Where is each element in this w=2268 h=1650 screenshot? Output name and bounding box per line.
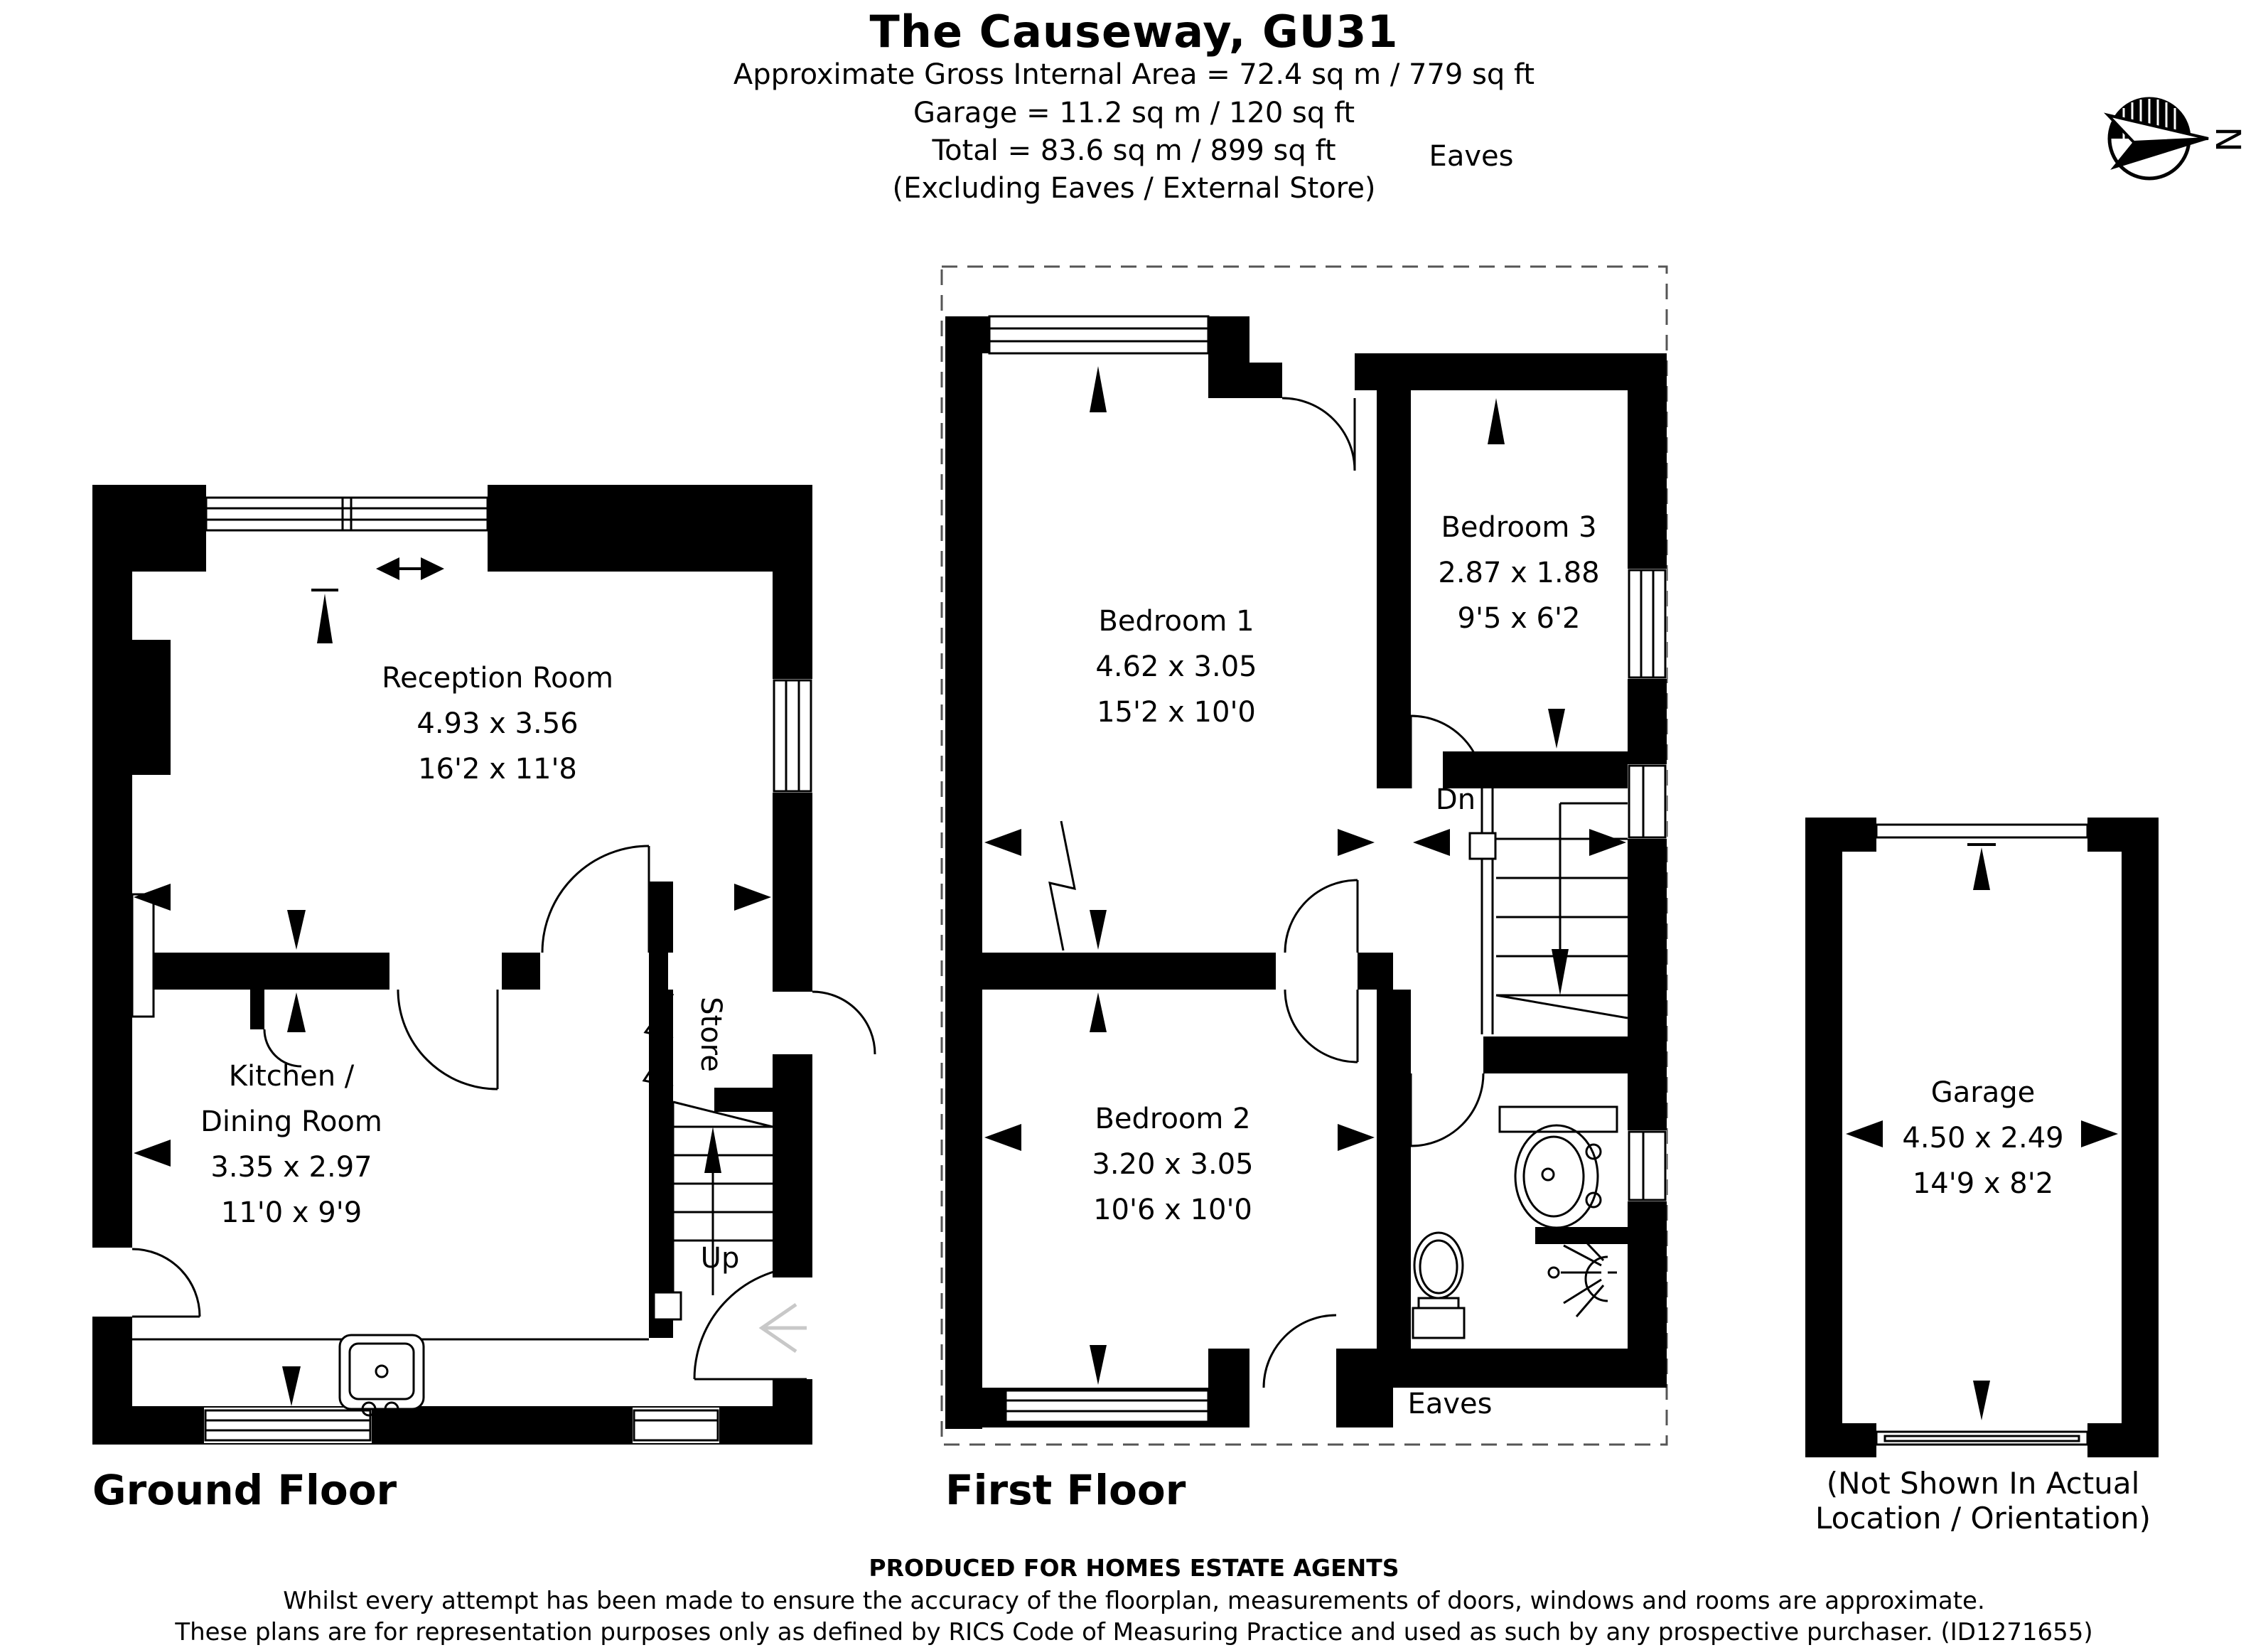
store-label: Store xyxy=(694,997,727,1072)
garage-note: (Not Shown In Actual Location / Orientat… xyxy=(1815,1466,2151,1536)
kitchen-dining-label: Kitchen / Dining Room 3.35 x 2.97 11'0 x… xyxy=(200,1060,382,1229)
footer-disclaimer-1: Whilst every attempt has been made to en… xyxy=(283,1587,1985,1615)
page-title: The Causeway, GU31 xyxy=(869,6,1399,58)
shower-icon xyxy=(1547,1231,1617,1317)
total-area-line: Total = 83.6 sq m / 899 sq ft xyxy=(932,134,1336,167)
footer-produced-for: PRODUCED FOR HOMES ESTATE AGENTS xyxy=(869,1554,1399,1582)
bathroom-sink xyxy=(1498,1105,1618,1229)
footer-disclaimer-2: These plans are for representation purpo… xyxy=(175,1618,2093,1646)
eaves-bottom-label: Eaves xyxy=(1407,1388,1493,1420)
first-floor-plan xyxy=(940,265,1668,1446)
bedroom1-label: Bedroom 1 4.62 x 3.05 15'2 x 10'0 xyxy=(1095,605,1257,729)
garage-area-line: Garage = 11.2 sq m / 120 sq ft xyxy=(913,97,1355,129)
measure-arrows-first xyxy=(984,366,1626,1385)
dn-label: Dn xyxy=(1435,783,1476,816)
stairs-down xyxy=(1468,788,1628,1034)
garage-label: Garage 4.50 x 2.49 14'9 x 8'2 xyxy=(1902,1076,2064,1200)
entrance-arrow-icon xyxy=(758,1302,807,1354)
compass-icon xyxy=(2103,97,2209,181)
toilet xyxy=(1412,1231,1466,1339)
ground-floor-plan xyxy=(92,485,876,1445)
reception-room-label: Reception Room 4.93 x 3.56 16'2 x 11'8 xyxy=(382,662,613,786)
garage-plan xyxy=(1805,818,2159,1457)
eaves-top-label: Eaves xyxy=(1429,140,1514,173)
excluding-line: (Excluding Eaves / External Store) xyxy=(892,172,1376,205)
measure-arrows-ground xyxy=(134,557,771,1406)
kitchen-sink xyxy=(132,1334,649,1417)
area-line: Approximate Gross Internal Area = 72.4 s… xyxy=(733,58,1535,91)
first-floor-label: First Floor xyxy=(945,1466,1186,1514)
bedroom2-label: Bedroom 2 3.20 x 3.05 10'6 x 10'0 xyxy=(1092,1103,1254,1226)
ground-floor-label: Ground Floor xyxy=(92,1466,397,1514)
bedroom3-label: Bedroom 3 2.87 x 1.88 9'5 x 6'2 xyxy=(1438,511,1600,635)
up-label: Up xyxy=(700,1242,740,1275)
